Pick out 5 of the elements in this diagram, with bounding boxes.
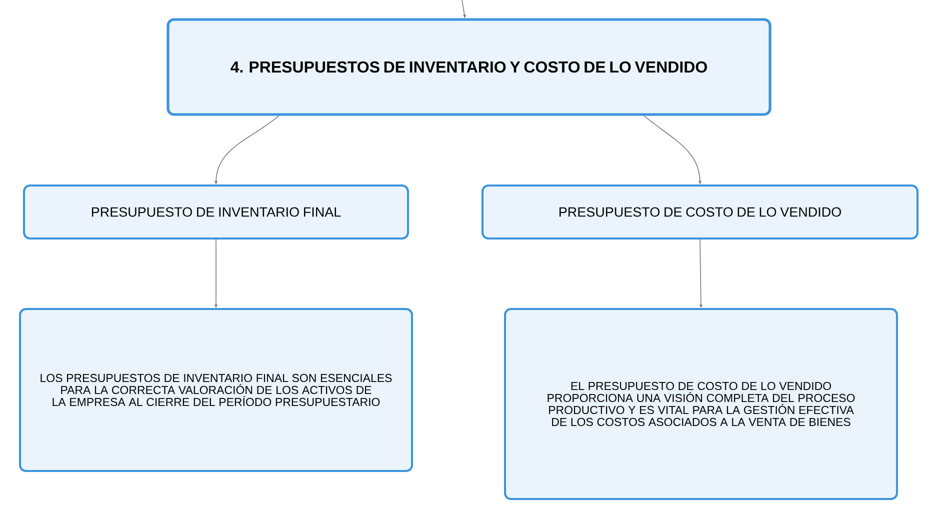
description-box: LOS PRESUPUESTOS DE INVENTARIO FINAL SON ESENCIALES PARA LA CORRECTA VALORACIÓN DE LOS ACTIVOS DE LA EMPRESA AL CIERRE DEL PERÍODO PRESUPUESTARIO xyxy=(19,308,413,472)
title-box: 4. PRESUPUESTOS DE INVENTARIO Y COSTO DE LO VENDIDO xyxy=(166,18,772,116)
topic-box: PRESUPUESTO DE COSTO DE LO VENDIDO xyxy=(482,184,918,240)
topic-box: PRESUPUESTO DE INVENTARIO FINAL xyxy=(23,184,409,240)
description-box: EL PRESUPUESTO DE COSTO DE LO VENDIDO PROPORCIONA UNA VISIÓN COMPLETA DEL PROCESO PRODUCTIVO Y ES VITAL PARA LA GESTIÓN EFECTIVA DE LOS COSTOS ASOCIADOS A LA VENTA DE BIENES xyxy=(504,308,898,500)
